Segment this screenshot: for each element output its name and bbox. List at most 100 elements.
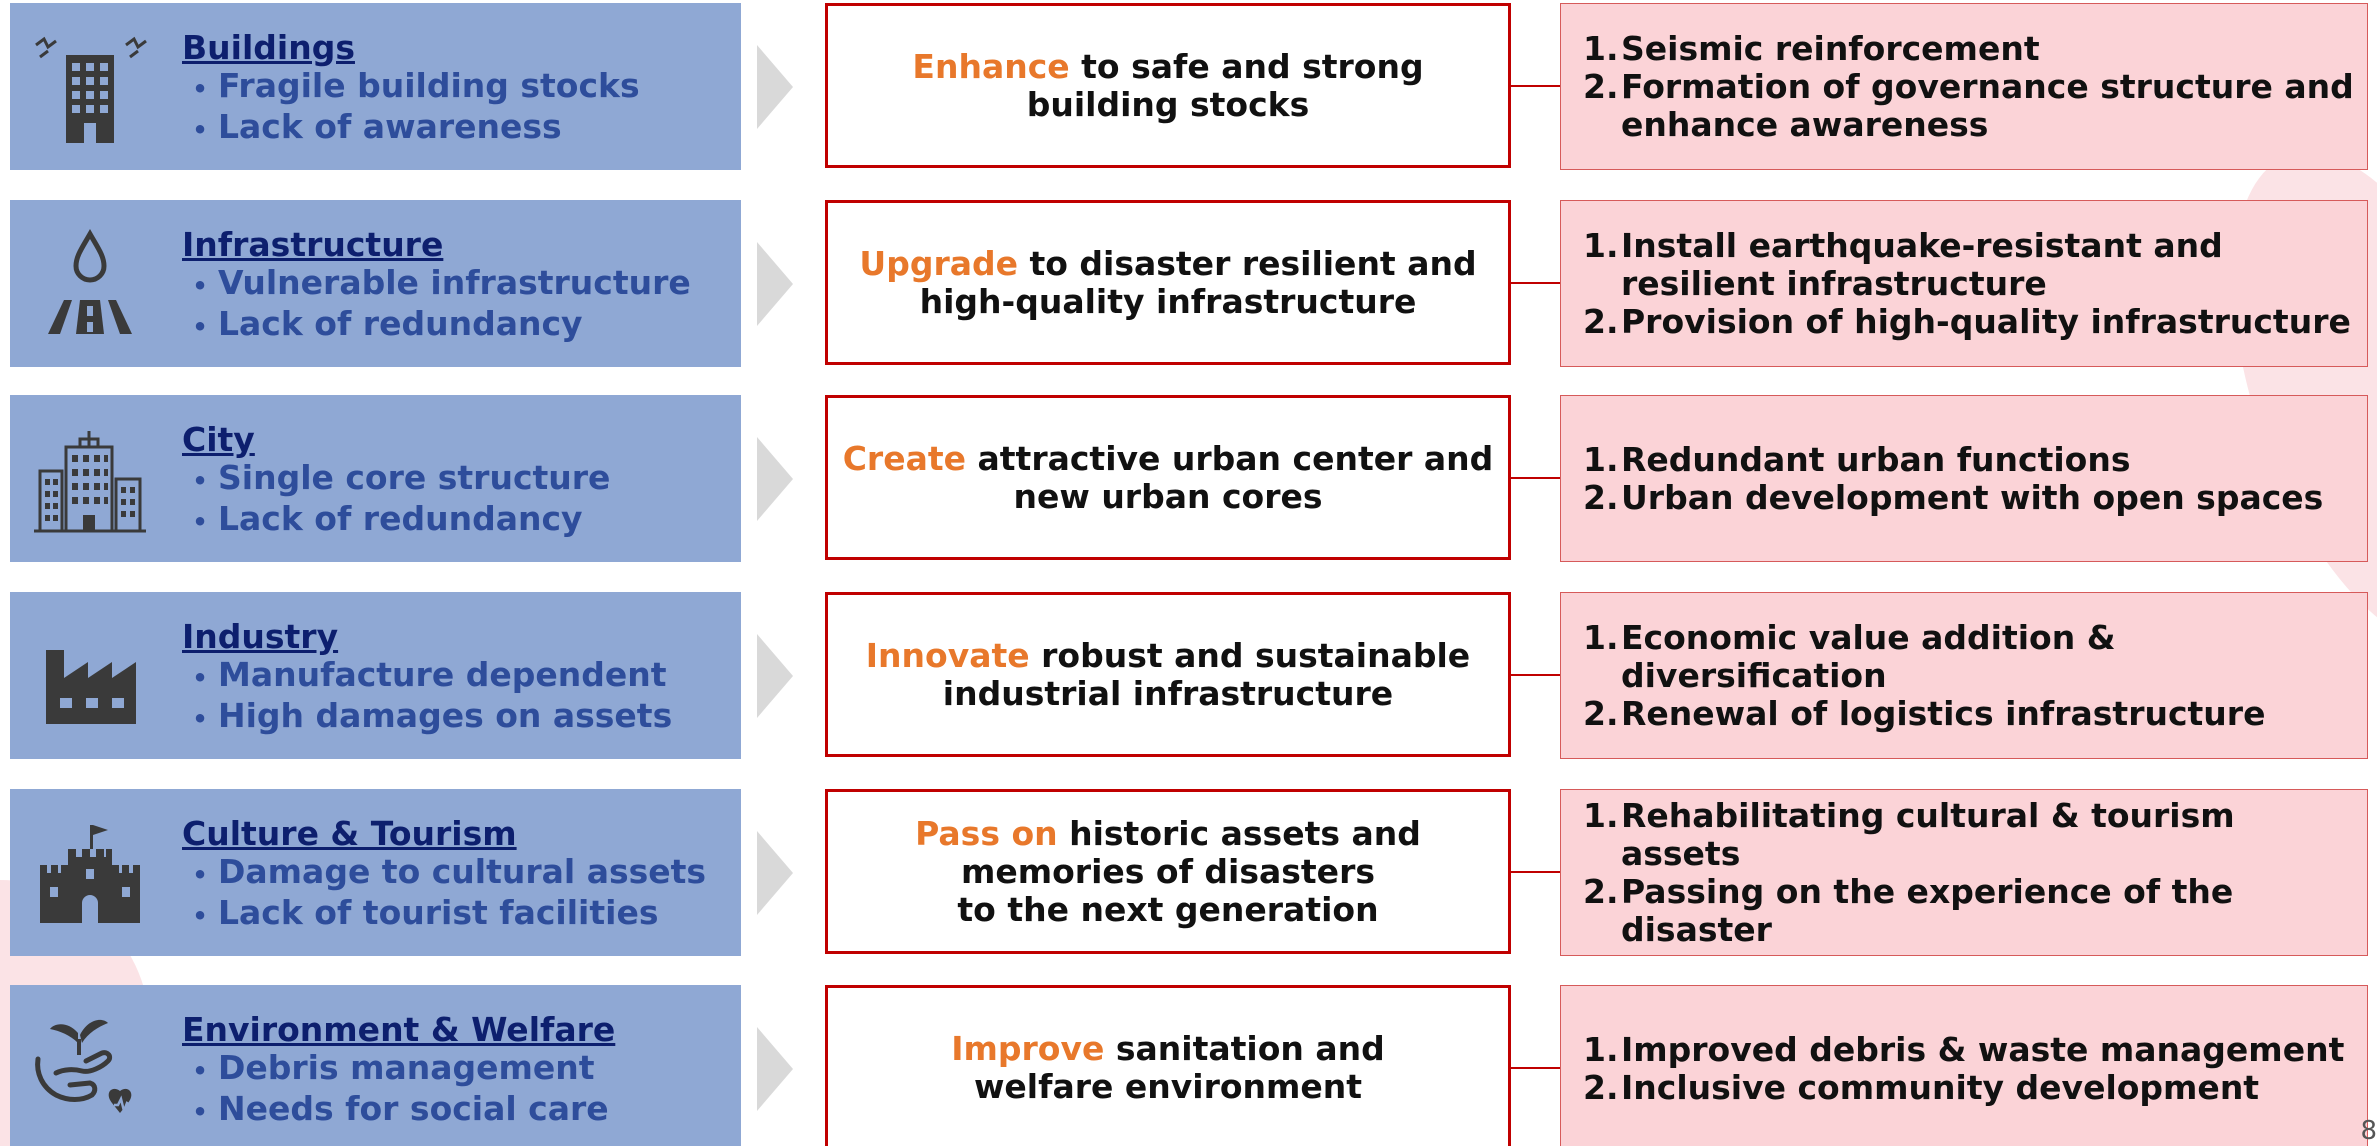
action-label: Redundant urban functions [1621, 439, 2131, 479]
category-title: Industry [182, 617, 339, 656]
action-number: 1. [1583, 225, 1619, 265]
goal-verb: Enhance [912, 46, 1070, 86]
category-title: Infrastructure [182, 225, 444, 264]
action-number: 1. [1583, 617, 1619, 657]
row-buildings: Buildings •Fragile building stocks •Lack… [0, 3, 2377, 170]
action-label: Formation of governance structure and en… [1621, 66, 2354, 144]
goal-box: Pass on historic assets and memories of … [825, 789, 1511, 954]
goal-verb: Upgrade [859, 243, 1018, 283]
action-panel: 1.Seismic reinforcement 2.Formation of g… [1560, 3, 2368, 170]
goal-rest: robust and sustainable industrial infras… [942, 635, 1471, 713]
action-item: 1.Install earthquake-resistant and resil… [1583, 225, 2367, 303]
goal-text: Pass on historic assets and memories of … [915, 813, 1421, 929]
category-bullet: •Single core structure [192, 458, 611, 497]
action-label: Provision of high-quality infrastructure [1621, 301, 2351, 341]
connector-line [1511, 674, 1560, 676]
bullet-text: Lack of redundancy [218, 304, 583, 343]
category-bullet: •Lack of awareness [192, 107, 562, 146]
factory-icon [30, 620, 150, 732]
action-item: 2.Formation of governance structure and … [1583, 66, 2367, 144]
action-label: Improved debris & waste management [1621, 1029, 2345, 1069]
action-item: 2.Renewal of logistics infrastructure [1583, 694, 2367, 733]
action-label: Rehabilitating cultural & tourism assets [1621, 795, 2235, 873]
chevron-right-icon [757, 242, 793, 326]
row-environment-welfare: Environment & Welfare •Debris management… [0, 985, 2377, 1146]
category-text: Infrastructure •Vulnerable infrastructur… [182, 226, 691, 346]
goal-verb: Pass on [915, 813, 1058, 853]
city-buildings-icon [30, 423, 150, 535]
goal-rest: sanitation and welfare environment [973, 1028, 1385, 1106]
action-panel: 1.Install earthquake-resistant and resil… [1560, 200, 2368, 367]
goal-rest: to safe and strong building stocks [1026, 46, 1424, 124]
action-label: Passing on the experience of the disaste… [1621, 871, 2234, 949]
category-panel: Buildings •Fragile building stocks •Lack… [10, 3, 741, 170]
category-title: City [182, 420, 255, 459]
category-panel: City •Single core structure •Lack of red… [10, 395, 741, 562]
category-bullet: •Manufacture dependent [192, 655, 667, 694]
category-text: Buildings •Fragile building stocks •Lack… [182, 29, 640, 149]
connector-line [1511, 477, 1560, 479]
bullet-text: Lack of awareness [218, 107, 562, 146]
action-panel: 1.Redundant urban functions 2.Urban deve… [1560, 395, 2368, 562]
goal-verb: Improve [951, 1028, 1105, 1068]
category-panel: Infrastructure •Vulnerable infrastructur… [10, 200, 741, 367]
row-infrastructure: Infrastructure •Vulnerable infrastructur… [0, 200, 2377, 367]
page-number: 8 [2360, 1116, 2377, 1146]
action-number: 2. [1583, 1067, 1619, 1107]
castle-icon [30, 817, 150, 929]
goal-verb: Innovate [865, 635, 1030, 675]
category-title: Culture & Tourism [182, 814, 517, 853]
action-label: Install earthquake-resistant and resilie… [1621, 225, 2223, 303]
goal-rest: attractive urban center and new urban co… [977, 438, 1494, 516]
action-label: Seismic reinforcement [1621, 28, 2040, 68]
chevron-right-icon [757, 45, 793, 129]
row-city: City •Single core structure •Lack of red… [0, 395, 2377, 562]
category-bullet: •Vulnerable infrastructure [192, 263, 691, 302]
action-label: Urban development with open spaces [1621, 477, 2324, 517]
office-building-icon [30, 31, 150, 143]
action-panel: 1.Rehabilitating cultural & tourism asse… [1560, 789, 2368, 956]
category-panel: Environment & Welfare •Debris management… [10, 985, 741, 1146]
category-text: Culture & Tourism •Damage to cultural as… [182, 815, 706, 935]
bullet-text: Lack of tourist facilities [218, 893, 659, 932]
category-panel: Culture & Tourism •Damage to cultural as… [10, 789, 741, 956]
action-item: 1.Economic value addition & diversificat… [1583, 617, 2367, 695]
category-text: Environment & Welfare •Debris management… [182, 1011, 615, 1131]
action-item: 2.Passing on the experience of the disas… [1583, 871, 2367, 949]
bullet-text: High damages on assets [218, 696, 673, 735]
row-culture-tourism: Culture & Tourism •Damage to cultural as… [0, 789, 2377, 956]
bullet-text: Single core structure [218, 458, 611, 497]
action-number: 2. [1583, 301, 1619, 341]
action-item: 2.Urban development with open spaces [1583, 477, 2367, 517]
category-title: Environment & Welfare [182, 1010, 616, 1049]
goal-text: Improve sanitation and welfare environme… [951, 1028, 1385, 1106]
action-panel: 1.Economic value addition & diversificat… [1560, 592, 2368, 759]
action-number: 2. [1583, 66, 1619, 106]
action-number: 1. [1583, 439, 1619, 479]
category-bullet: •Lack of tourist facilities [192, 893, 659, 932]
category-panel: Industry •Manufacture dependent •High da… [10, 592, 741, 759]
goal-box: Enhance to safe and strong building stoc… [825, 3, 1511, 168]
category-bullet: •Fragile building stocks [192, 66, 640, 105]
goal-text: Upgrade to disaster resilient and high-q… [859, 243, 1476, 321]
connector-line [1511, 1067, 1560, 1069]
connector-line [1511, 871, 1560, 873]
connector-line [1511, 282, 1560, 284]
goal-verb: Create [842, 438, 967, 478]
category-text: Industry •Manufacture dependent •High da… [182, 618, 672, 738]
chevron-right-icon [757, 634, 793, 718]
goal-text: Enhance to safe and strong building stoc… [912, 46, 1424, 124]
action-item: 1.Improved debris & waste management [1583, 1029, 2367, 1069]
chevron-right-icon [757, 1027, 793, 1111]
goal-box: Upgrade to disaster resilient and high-q… [825, 200, 1511, 365]
connector-line [1511, 85, 1560, 87]
action-number: 1. [1583, 28, 1619, 68]
bullet-text: Fragile building stocks [218, 66, 640, 105]
action-number: 2. [1583, 477, 1619, 517]
chevron-right-icon [757, 437, 793, 521]
chevron-right-icon [757, 831, 793, 915]
bullet-text: Damage to cultural assets [218, 852, 707, 891]
category-title: Buildings [182, 28, 355, 67]
category-bullet: •Needs for social care [192, 1089, 609, 1128]
bullet-text: Debris management [218, 1048, 595, 1087]
